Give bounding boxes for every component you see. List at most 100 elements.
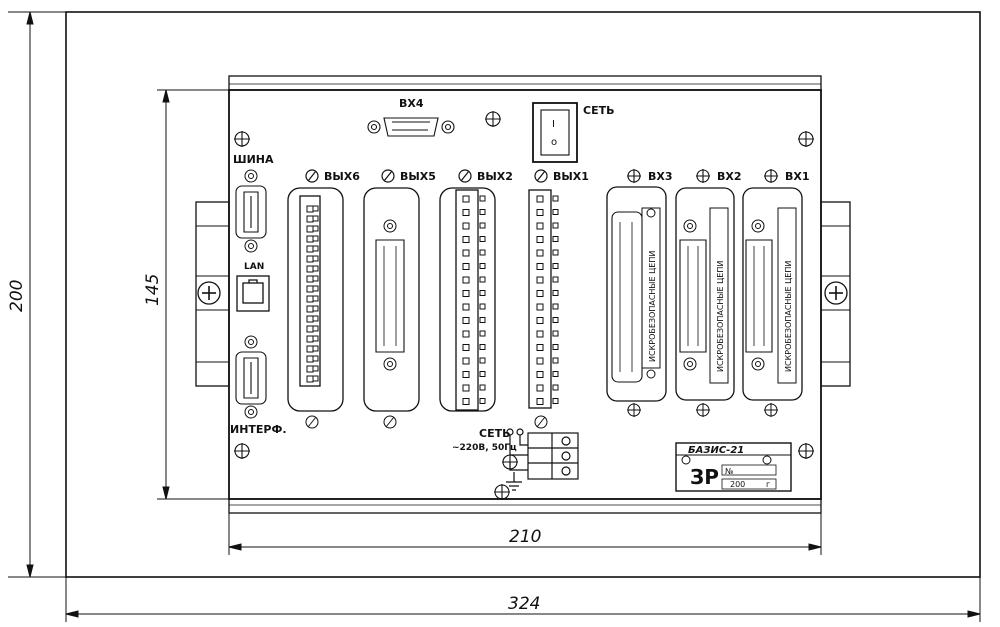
out1-module[interactable] (528, 189, 559, 429)
input-label-marks (627, 169, 778, 183)
terminal-pin (536, 249, 544, 257)
bx4-connector[interactable] (367, 117, 455, 137)
terminal-tab (312, 275, 319, 282)
lan-label: LAN (244, 262, 264, 272)
terminal-pin (536, 290, 544, 297)
terminal-pin (462, 290, 470, 297)
in3-module[interactable]: ИСКРОБЕЗОПАСНЫЕ ЦЕПИ (606, 186, 667, 417)
terminal-tab (552, 249, 559, 256)
terminal-pin (306, 245, 314, 253)
terminal-pin (462, 276, 470, 284)
lan-port[interactable] (236, 275, 270, 312)
plate-number: № (725, 467, 734, 476)
terminal-pin (462, 222, 470, 230)
terminal-pin (462, 371, 470, 378)
power-switch[interactable]: I o (532, 102, 578, 163)
terminal-tab (312, 265, 319, 272)
terminal-pin (536, 276, 544, 284)
terminal-pin (306, 255, 314, 263)
terminal-pin (536, 222, 544, 230)
terminal-tab (312, 235, 319, 242)
terminal-pin (536, 384, 544, 392)
terminal-tab (479, 371, 486, 377)
power-switch-on: I (552, 119, 555, 130)
terminal-tab (479, 317, 486, 323)
mains-terminal[interactable] (506, 428, 579, 480)
terminal-tab (552, 276, 559, 283)
terminal-pin (462, 303, 470, 311)
mains-spec: ~220В, 50Гц (452, 443, 517, 453)
terminal-tab (479, 290, 486, 296)
terminal-tab (312, 215, 319, 222)
terminal-pin (306, 365, 314, 373)
terminal-tab (312, 245, 319, 252)
out6-module[interactable] (287, 187, 344, 429)
terminal-tab (479, 384, 486, 391)
terminal-pin (462, 357, 470, 365)
terminal-tab (479, 195, 486, 202)
terminal-tab (312, 325, 319, 332)
dim-panel-height: 145 (143, 274, 163, 306)
interface-screws (244, 335, 258, 419)
terminal-tab (479, 222, 486, 229)
terminal-tab (479, 209, 486, 215)
terminal-tab (312, 205, 319, 212)
in1-safe-label: ИСКРОБЕЗОПАСНЫЕ ЦЕПИ (784, 261, 793, 372)
terminal-pin (462, 317, 470, 324)
front-panel (228, 89, 822, 500)
terminal-tab (552, 371, 559, 377)
terminal-tab (479, 344, 486, 350)
terminal-pin (462, 344, 470, 351)
out6-label: ВЫХ6 (324, 170, 360, 183)
in2-label: ВХ2 (717, 170, 742, 183)
terminal-tab (312, 225, 319, 232)
power-switch-off: o (551, 137, 557, 148)
out2-module[interactable] (439, 187, 496, 412)
terminal-tab (552, 263, 559, 269)
terminal-tab (312, 285, 319, 292)
terminal-pin (536, 303, 544, 311)
bus-label: ШИНА (233, 153, 274, 166)
bx4-label: ВХ4 (399, 97, 424, 110)
dim-panel-width: 210 (509, 527, 541, 547)
rail-top (228, 75, 822, 91)
terminal-tab (552, 330, 559, 337)
terminal-tab (552, 344, 559, 350)
in2-module[interactable]: ИСКРОБЕЗОПАСНЫЕ ЦЕПИ (675, 187, 735, 417)
terminal-tab (312, 365, 319, 372)
terminal-pin (536, 371, 544, 378)
bus-connector[interactable] (235, 185, 267, 239)
terminal-pin (306, 225, 314, 233)
out5-module[interactable] (363, 187, 420, 429)
terminal-tab (312, 255, 319, 262)
dim-outer-height: 200 (7, 280, 27, 312)
terminal-pin (306, 265, 314, 273)
enclosure-outline (65, 11, 981, 578)
plate-year: 200 (730, 480, 745, 489)
terminal-tab (312, 335, 319, 342)
plate-logo: ЗР (690, 465, 719, 489)
terminal-pin (306, 375, 314, 383)
output-label-marks (305, 169, 548, 183)
interface-label: ИНТЕРФ. (230, 423, 287, 436)
terminal-tab (312, 295, 319, 302)
out1-label: ВЫХ1 (553, 170, 589, 183)
terminal-pin (306, 345, 314, 353)
terminal-tab (552, 384, 559, 391)
terminal-tab (312, 345, 319, 352)
terminal-tab (479, 357, 486, 364)
dim-outer-width: 324 (508, 594, 540, 614)
in1-module[interactable]: ИСКРОБЕЗОПАСНЫЕ ЦЕПИ (742, 187, 803, 417)
terminal-tab (479, 330, 486, 337)
power-label: СЕТЬ (583, 104, 614, 117)
nameplate: БАЗИС-21 ЗР № 200 г (675, 442, 792, 492)
plate-year-suffix: г (766, 480, 770, 489)
terminal-pin (462, 249, 470, 257)
terminal-tab (552, 290, 559, 296)
interface-connector[interactable] (235, 351, 267, 405)
terminal-pin (462, 330, 470, 338)
out2-label: ВЫХ2 (477, 170, 513, 183)
terminal-pin (536, 398, 544, 405)
terminal-tab (552, 317, 559, 323)
terminal-tab (552, 209, 559, 215)
